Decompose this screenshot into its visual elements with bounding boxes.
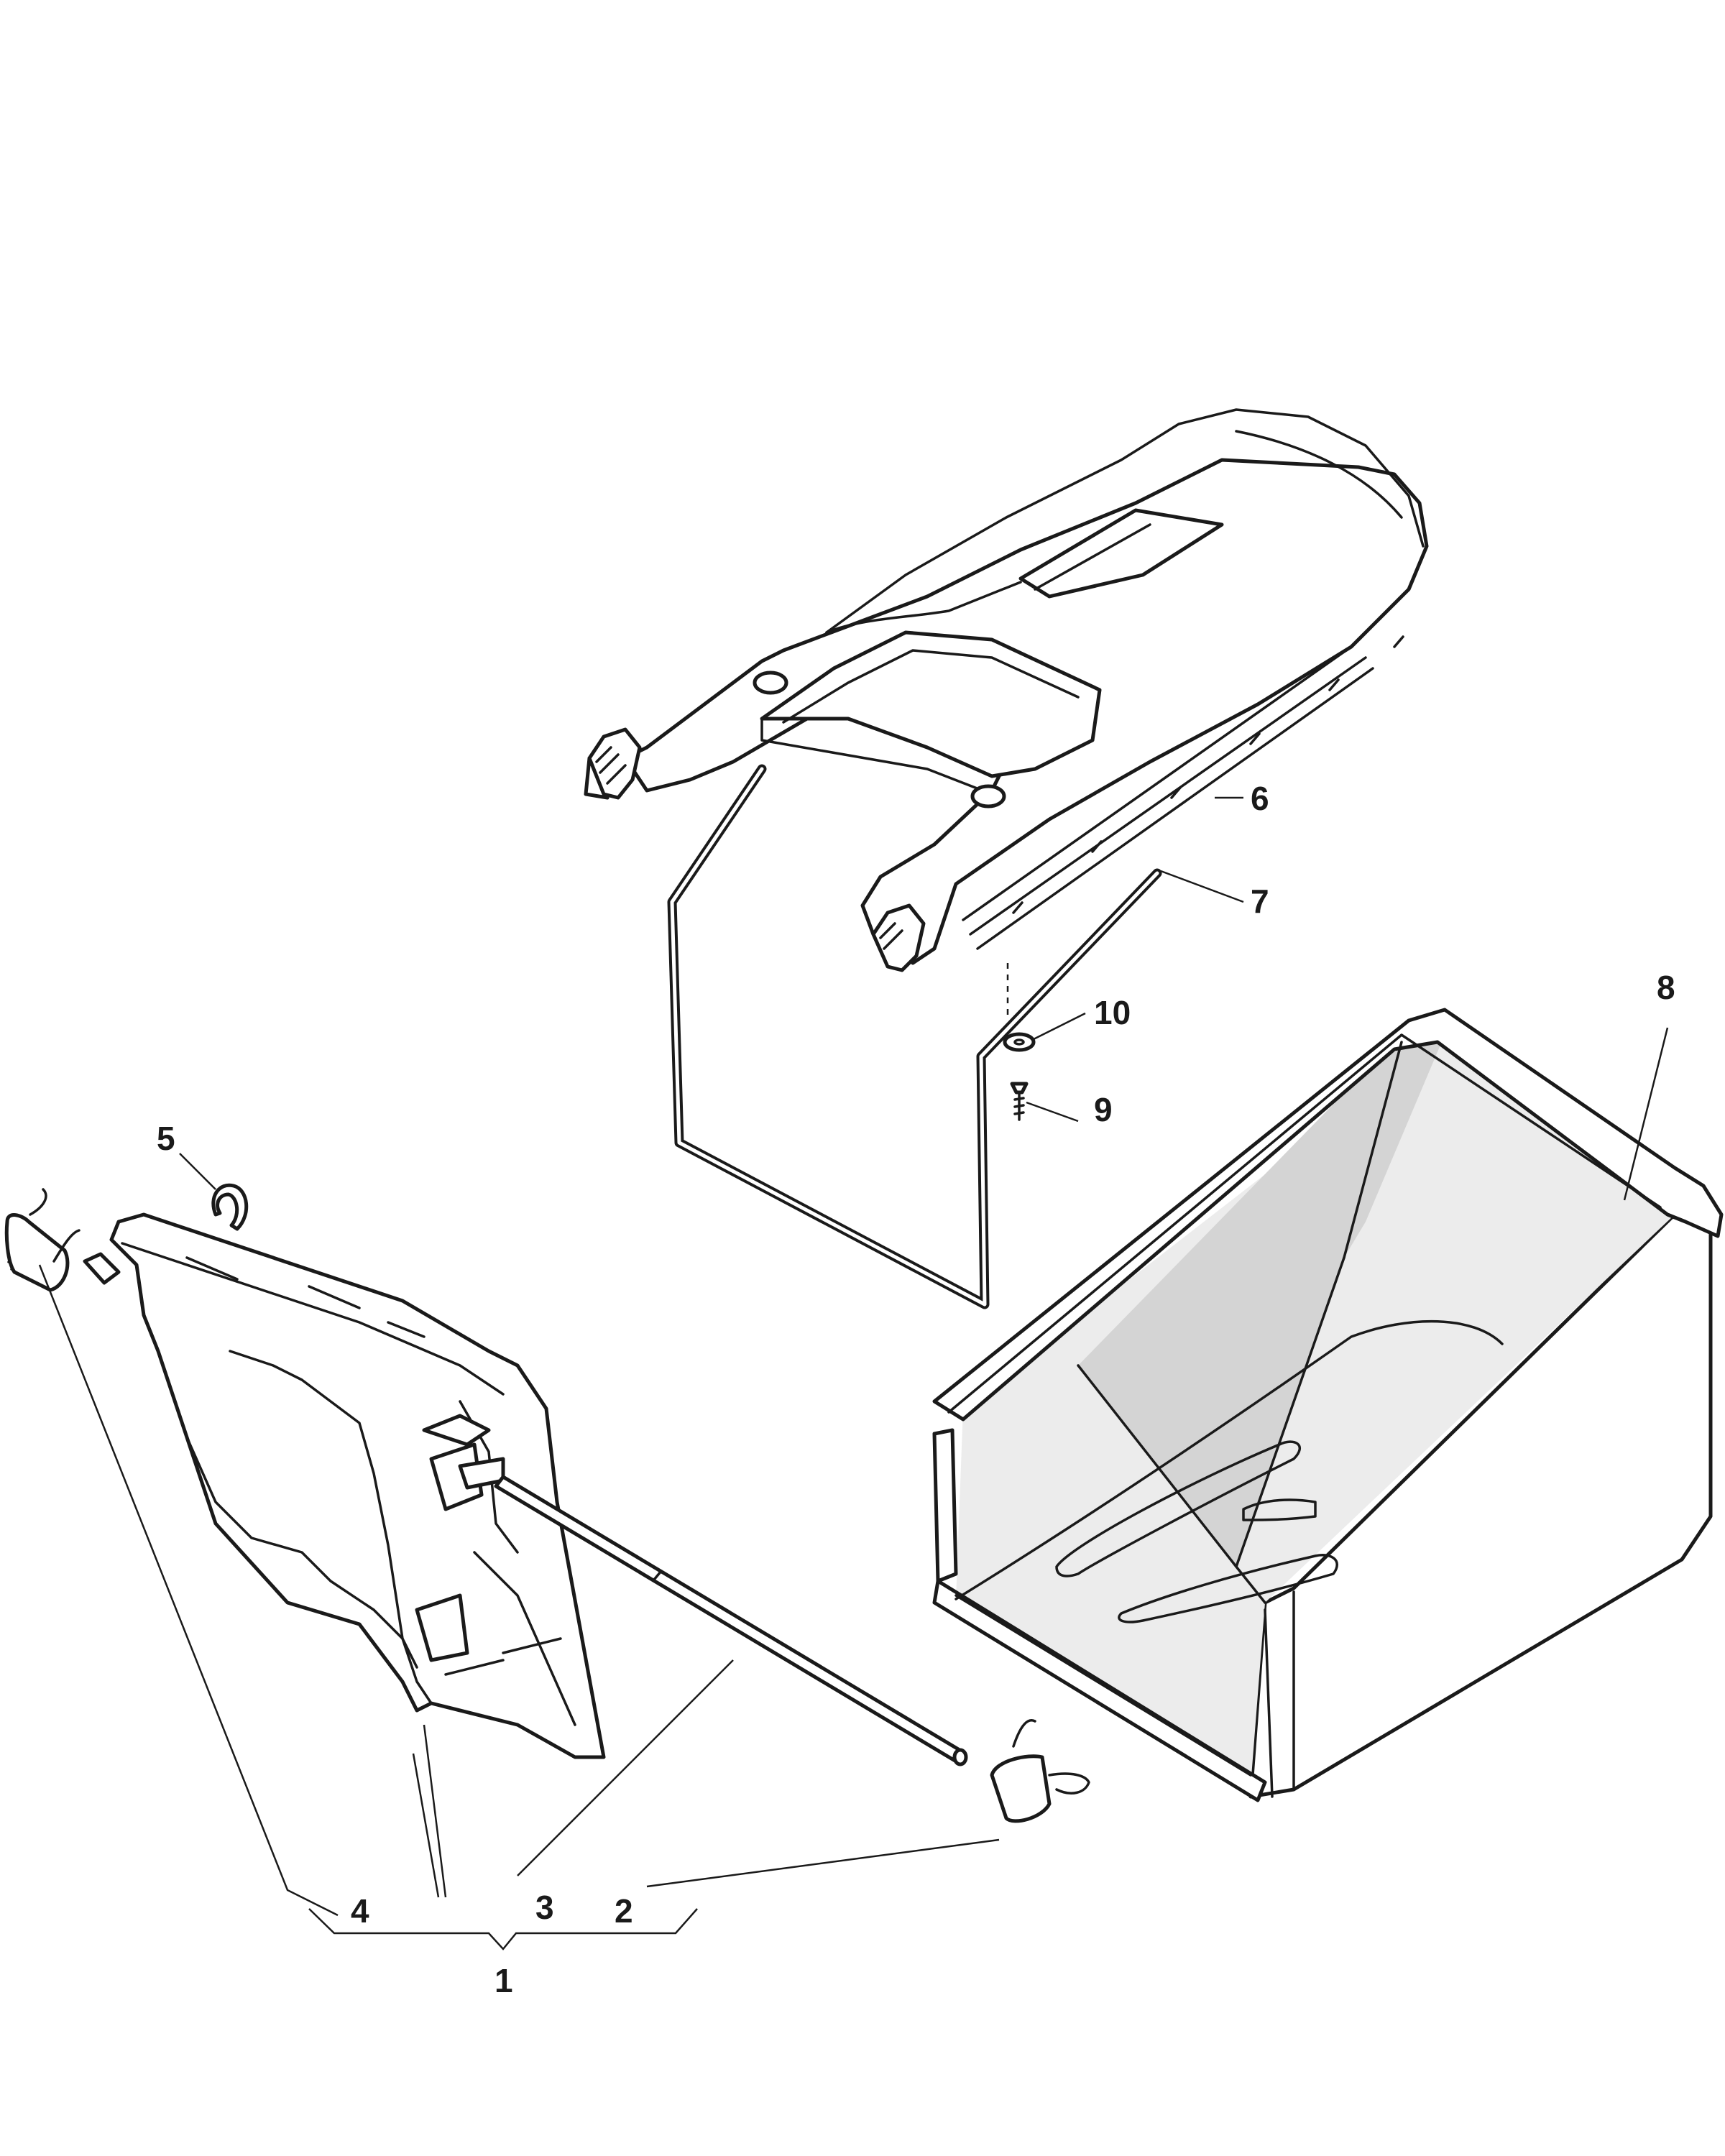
callout-2: 2: [615, 1892, 633, 1930]
catcher-top-cover: [584, 408, 1429, 972]
leader-4: [38, 1264, 339, 1917]
wire-frame: [667, 764, 1162, 1309]
callout-4: 4: [351, 1892, 369, 1930]
leader-8: [1623, 1027, 1669, 1201]
callout-3: 3: [535, 1889, 554, 1926]
hinge-rod: [494, 1475, 968, 1766]
leader-1a: [412, 1753, 440, 1898]
callout-5: 5: [157, 1120, 175, 1157]
leader-9: [1026, 1101, 1079, 1123]
leader-2: [646, 1838, 1000, 1888]
grass-catcher-box: [932, 1008, 1724, 1802]
leader-1b: [423, 1724, 447, 1898]
callout-9: 9: [1094, 1091, 1113, 1128]
retaining-clip: [211, 1183, 249, 1231]
rear-flap: [83, 1212, 606, 1759]
assembly-bracket: [308, 1908, 698, 1950]
callout-7: 7: [1251, 883, 1269, 920]
washer: [1003, 1032, 1036, 1052]
leader-3: [517, 1659, 734, 1876]
right-spring: [990, 1719, 1090, 1823]
callout-8: 8: [1657, 969, 1675, 1006]
callout-6: 6: [1251, 780, 1269, 817]
callout-10: 10: [1094, 994, 1131, 1031]
left-spring: [4, 1188, 80, 1292]
leader-7: [1160, 870, 1244, 903]
leader-5: [179, 1153, 216, 1190]
leader-10: [1033, 1012, 1086, 1041]
callout-1: 1: [494, 1962, 513, 1999]
screw: [1010, 1082, 1029, 1121]
